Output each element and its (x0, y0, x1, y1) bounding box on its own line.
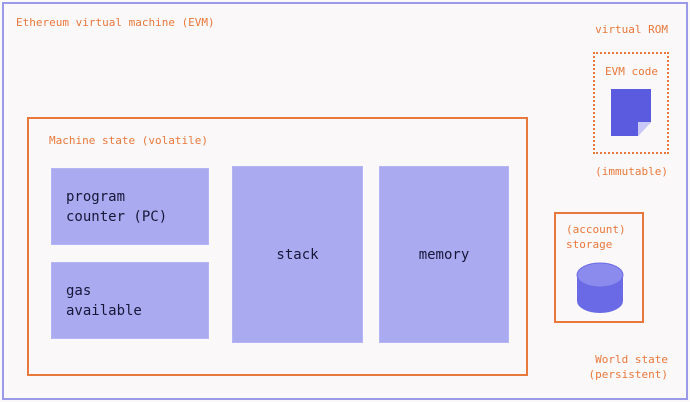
memory-label: memory (418, 246, 470, 263)
gas-available-label: gas available (66, 282, 142, 319)
stack-label: stack (276, 246, 319, 263)
program-counter-label: program counter (PC) (66, 188, 168, 225)
database-cylinder-icon (575, 262, 625, 314)
virtual-rom-title: virtual ROM (595, 23, 668, 36)
machine-state-title: Machine state (volatile) (49, 134, 208, 147)
immutable-footnote: (immutable) (595, 165, 668, 178)
document-icon (611, 89, 651, 136)
program-counter-box: program counter (PC) (51, 168, 209, 245)
account-storage-label: (account) storage (566, 223, 626, 251)
stack-box: stack (232, 166, 363, 343)
world-state-footnote: World state (persistent) (588, 353, 668, 381)
memory-box: memory (379, 166, 509, 343)
evm-title: Ethereum virtual machine (EVM) (16, 16, 215, 29)
evm-code-label: EVM code (605, 65, 658, 78)
gas-available-box: gas available (51, 262, 209, 339)
